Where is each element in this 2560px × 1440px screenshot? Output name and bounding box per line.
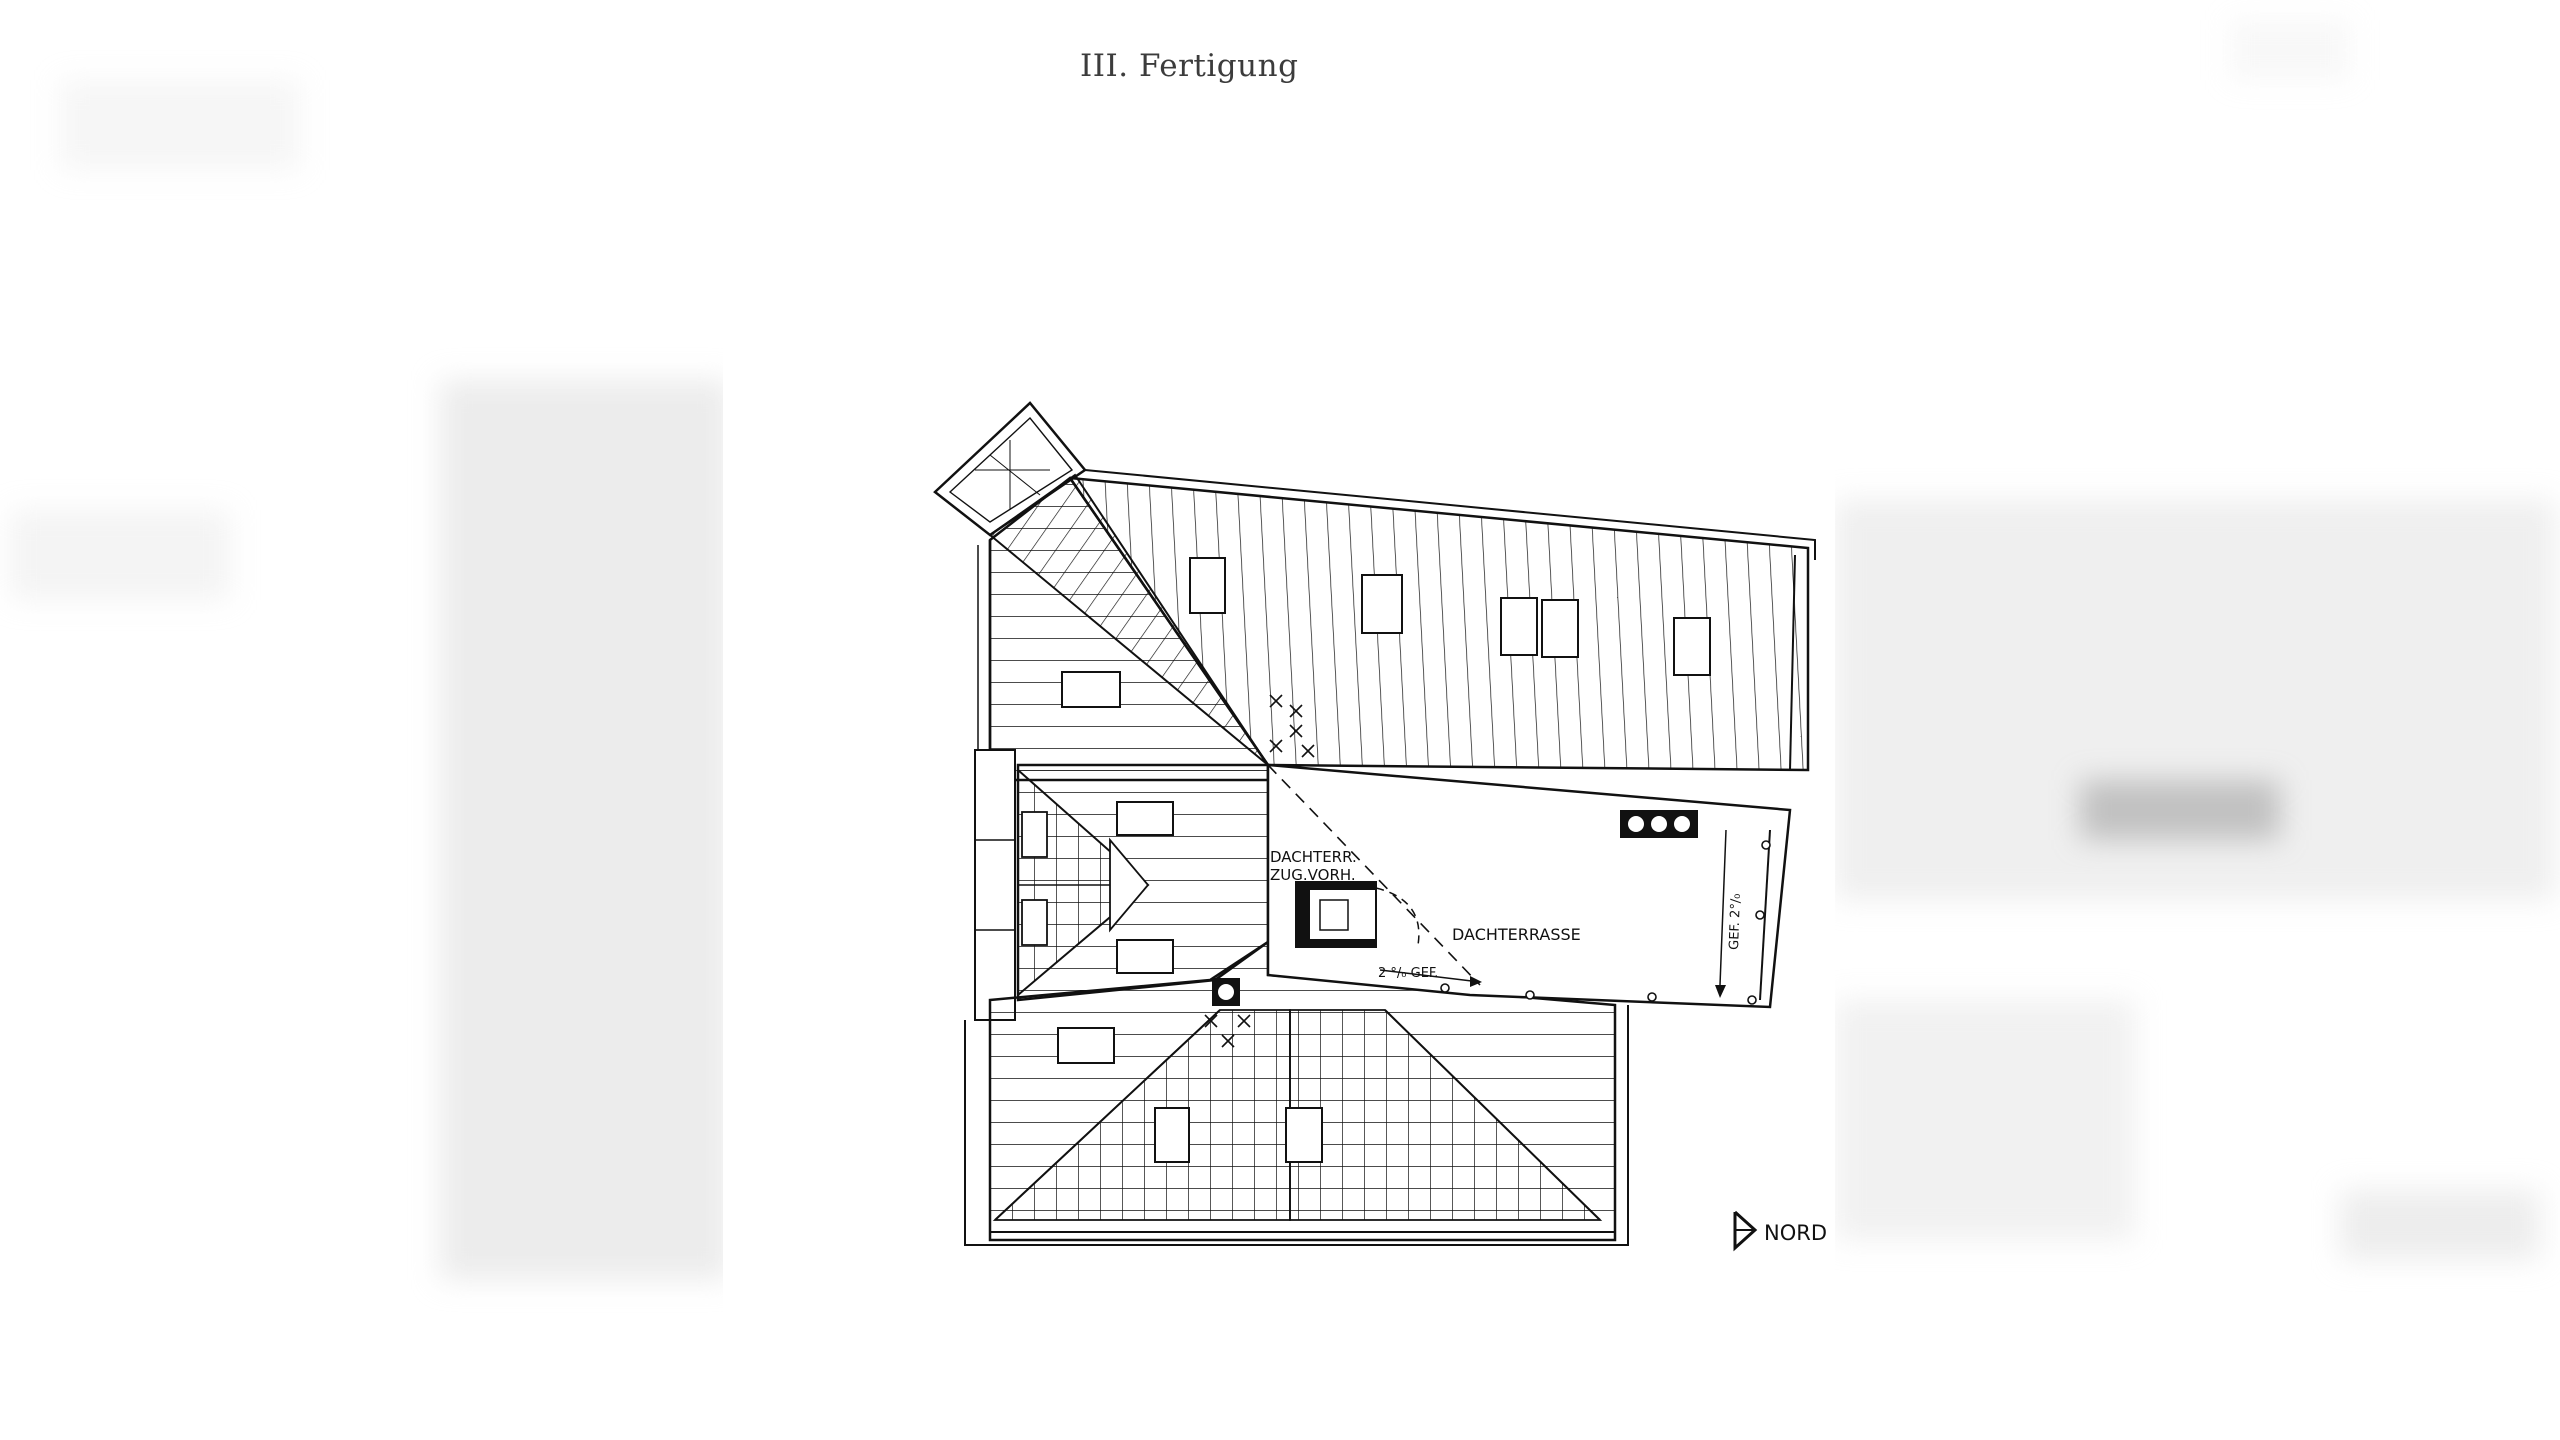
roof-terrace-label: DACHTERRASSE [1452, 925, 1581, 944]
middle-roof [974, 749, 1270, 1021]
roof-terrace [1266, 763, 1792, 1009]
page-title: III. Fertigung [1080, 48, 1299, 84]
roof-windows [1057, 557, 1711, 1163]
slope-label-right: GEF. 2°/₀ [1727, 893, 1744, 950]
slope-label-bottom: 2 °/₀ GEF. [1378, 966, 1438, 981]
terrace-access-label-2: ZUG.VORH. [1270, 866, 1356, 884]
terrace-access-label-1: DACHTERR. [1270, 848, 1357, 866]
south-roof-wing [964, 939, 1629, 1246]
cross-markers [1204, 694, 1315, 1048]
north-arrow-icon [1733, 1210, 1758, 1252]
north-label: NORD [1764, 1221, 1827, 1245]
vent-icon [1212, 810, 1698, 1006]
